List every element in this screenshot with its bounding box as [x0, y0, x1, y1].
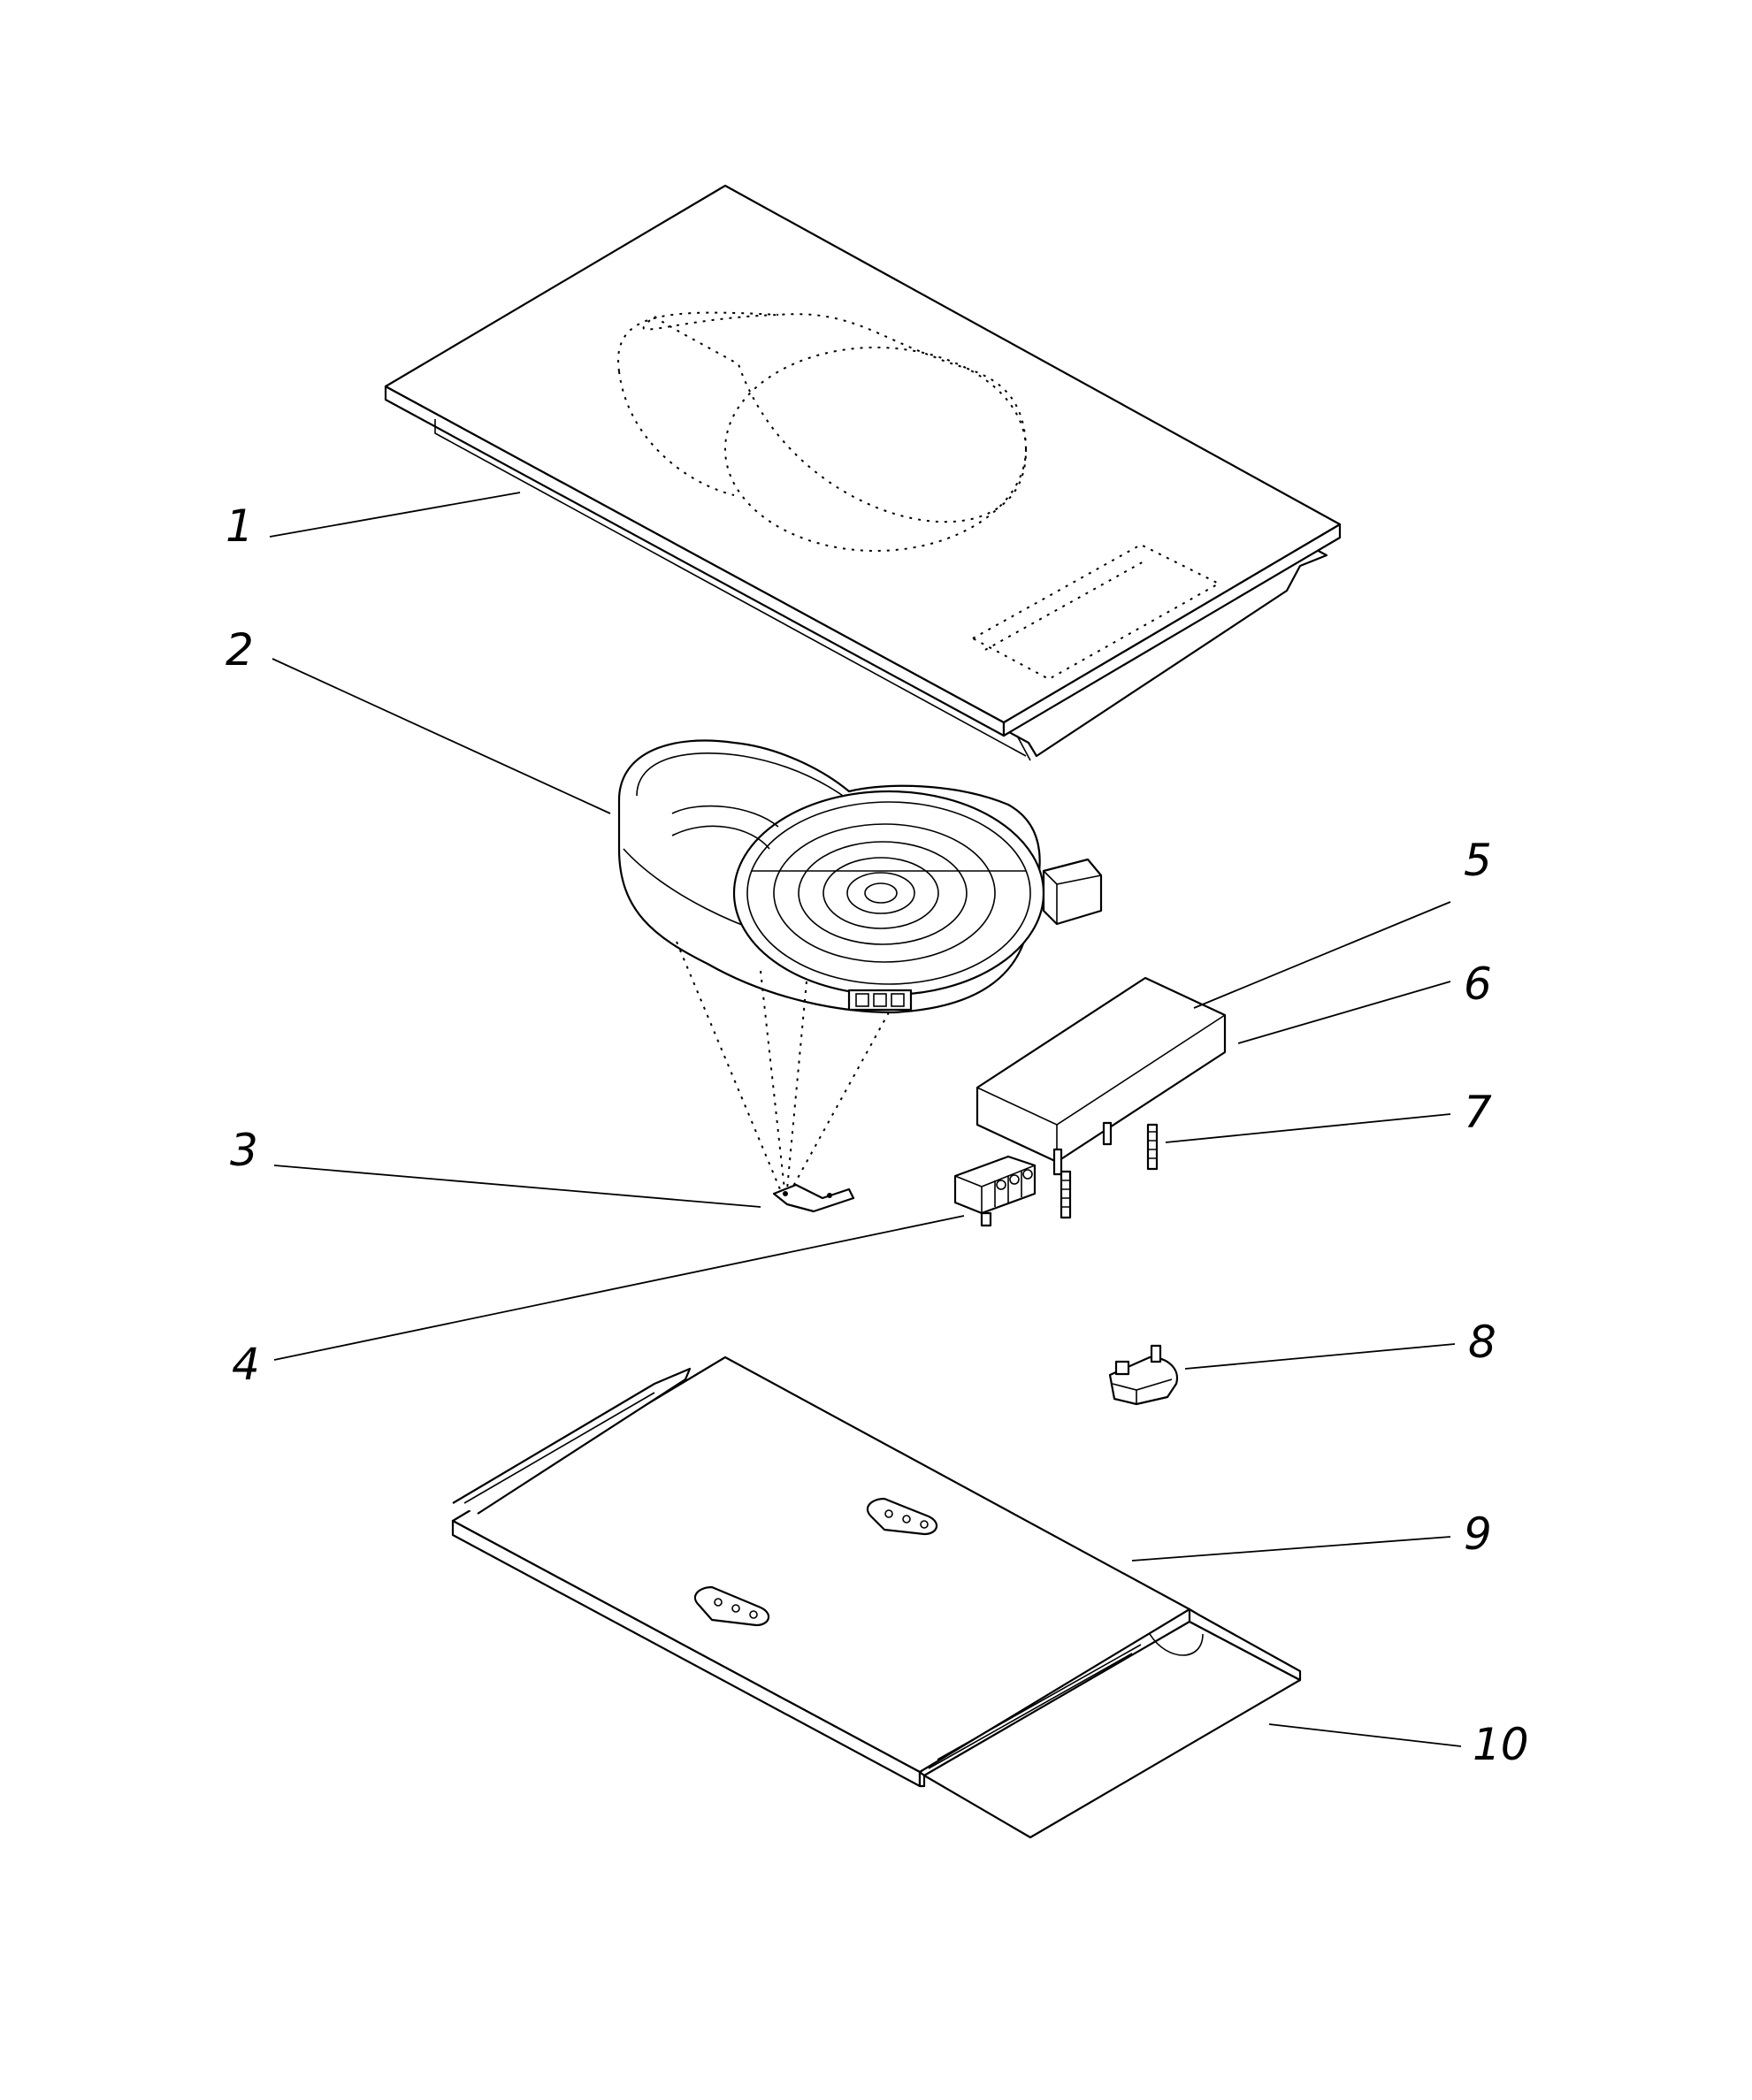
- callout-2: 2: [226, 624, 254, 676]
- callout-8: 8: [1468, 1317, 1496, 1368]
- part-8-clip: [1108, 1344, 1179, 1406]
- callout-4: 4: [232, 1339, 260, 1390]
- callout-3: 3: [230, 1125, 258, 1176]
- part-3-bracket: [772, 1183, 855, 1213]
- part-4-terminal-block: [953, 1155, 1037, 1227]
- part-1-glass-top: [384, 184, 1342, 761]
- part-5-6-control-box: [975, 976, 1227, 1164]
- part-10-rear-panel: [918, 1607, 1302, 1839]
- part-9-bottom-cover: [451, 1355, 1191, 1788]
- part-2-heating-element: [617, 739, 1103, 1190]
- callout-6: 6: [1464, 958, 1492, 1010]
- part-7-bolts: [1052, 1121, 1159, 1219]
- callout-5: 5: [1464, 835, 1492, 886]
- callout-labels: 1 2 3 4 5 6 7 8 9 10: [226, 500, 1529, 1770]
- callout-1: 1: [226, 500, 254, 552]
- callout-10: 10: [1473, 1719, 1529, 1770]
- leader-lines: [269, 492, 1462, 1747]
- callout-9: 9: [1464, 1508, 1492, 1560]
- callout-7: 7: [1464, 1087, 1492, 1138]
